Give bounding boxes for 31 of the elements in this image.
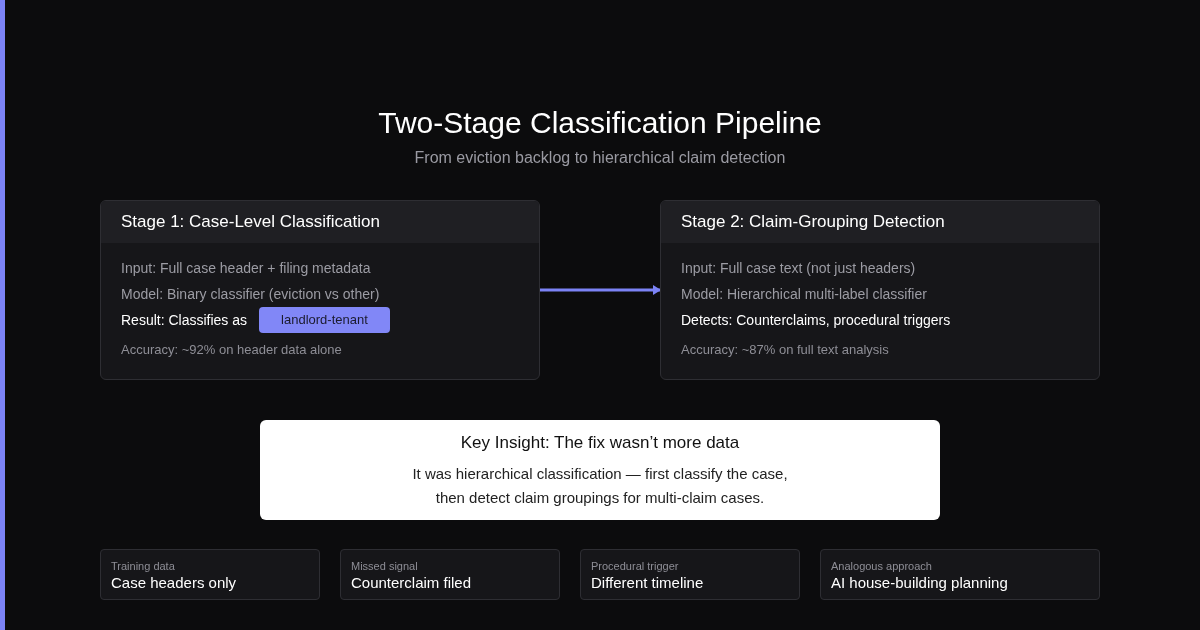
insight-heading: Key Insight: The fix wasn’t more data (460, 432, 740, 455)
stat-label: Missed signal (351, 560, 419, 573)
insight-card (260, 420, 940, 520)
detail-text: Detects: Counterclaims, procedural triggers (681, 310, 951, 330)
stat-label: Training data (111, 560, 176, 573)
stage-heading: Stage 1: Case-Level Classification (121, 211, 380, 234)
detail-text: Input: Full case header + filing metadata (121, 258, 371, 278)
stat-label: Procedural trigger (591, 560, 680, 573)
stat-card (580, 549, 800, 600)
stat-card (340, 549, 560, 600)
detail-text: Result: Classifies as (121, 310, 248, 330)
detail-text: Model: Hierarchical multi-label classifier (681, 284, 927, 304)
stage-heading: Stage 2: Claim-Grouping Detection (681, 211, 945, 234)
stage-card (660, 200, 1100, 380)
title: Two-Stage Classification Pipeline (377, 105, 823, 141)
stat-value: Different timeline (591, 573, 705, 593)
stat-card (100, 549, 320, 600)
stat-value: AI house-building planning (831, 573, 1009, 593)
stat-label: Analogous approach (831, 560, 933, 573)
stat-card (820, 549, 1100, 600)
insight-text: It was hierarchical classification — first classify the case, then detect claim groupings for multi-claim cases. (411, 463, 789, 508)
accuracy-note: Accuracy: ~87% on full text analysis (681, 341, 889, 360)
subtitle: From eviction backlog to hierarchical claim detection (413, 148, 787, 168)
arrow (540, 285, 661, 295)
stat-value: Case headers only (111, 573, 238, 593)
category-tag: landlord-tenant (259, 307, 390, 333)
detail-text: Input: Full case text (not just headers) (681, 258, 916, 278)
accuracy-note: Accuracy: ~92% on header data alone (121, 341, 342, 360)
stage-card (100, 200, 540, 380)
detail-text: Model: Binary classifier (eviction vs other) (121, 284, 380, 304)
stat-value: Counterclaim filed (351, 573, 473, 593)
